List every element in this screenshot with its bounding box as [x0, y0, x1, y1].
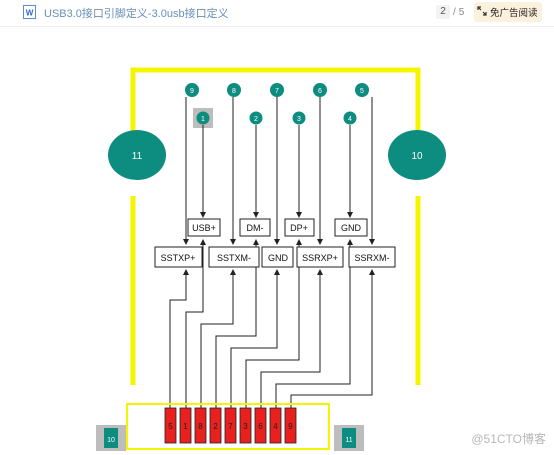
svg-text:DM-: DM-	[247, 223, 264, 233]
svg-text:10: 10	[411, 151, 423, 162]
word-document-icon: W	[23, 5, 36, 19]
svg-text:1: 1	[201, 116, 205, 123]
ad-free-label: 免广告阅读	[490, 8, 538, 19]
inner-pin-markers: 1 2 3 4	[193, 108, 357, 128]
svg-text:1: 1	[183, 422, 188, 431]
svg-text:6: 6	[318, 88, 322, 95]
svg-text:4: 4	[348, 116, 352, 123]
document-title[interactable]: USB3.0接口引脚定义-3.0usb接口定义	[44, 8, 229, 20]
signal-wires	[169, 97, 375, 408]
svg-text:2: 2	[213, 422, 218, 431]
top-pin-markers: 9 8 7 6 5	[185, 83, 369, 97]
page-indicator: 2 / 5	[436, 4, 464, 20]
svg-text:5: 5	[360, 88, 364, 95]
svg-text:3: 3	[243, 422, 248, 431]
expand-icon	[474, 5, 490, 19]
svg-text:9: 9	[190, 88, 194, 95]
svg-text:SSRXP+: SSRXP+	[302, 253, 338, 263]
svg-text:2: 2	[254, 116, 258, 123]
svg-text:W: W	[26, 9, 34, 18]
svg-text:11: 11	[345, 437, 352, 444]
current-page-number[interactable]: 2	[436, 5, 450, 19]
svg-text:4: 4	[273, 422, 278, 431]
lower-signal-labels: SSTXP+ SSTXM- GND SSRXP+ SSRXM-	[154, 246, 396, 268]
svg-text:11: 11	[132, 151, 143, 162]
ad-free-reading-button[interactable]: 免广告阅读	[474, 2, 542, 22]
svg-text:SSTXM-: SSTXM-	[217, 253, 251, 263]
svg-text:GND: GND	[268, 253, 289, 263]
document-header: W USB3.0接口引脚定义-3.0usb接口定义 2 / 5 免广告阅读	[0, 0, 554, 27]
shell-tab-left: 10	[96, 425, 126, 451]
svg-text:6: 6	[258, 422, 263, 431]
usb3-pinout-diagram: 11 10 9 8 7 6 5 1 2 3 4	[96, 67, 446, 451]
shell-tab-right: 11	[334, 425, 364, 451]
watermark: @51CTO博客	[471, 432, 546, 446]
svg-text:GND: GND	[341, 223, 362, 233]
svg-text:DP+: DP+	[290, 223, 308, 233]
page-separator: /	[453, 6, 456, 18]
svg-text:5: 5	[168, 422, 173, 431]
svg-text:10: 10	[107, 437, 115, 444]
upper-signal-labels: USB+ DM- DP+ GND	[187, 218, 368, 237]
svg-text:3: 3	[297, 116, 301, 123]
svg-text:8: 8	[232, 88, 236, 95]
svg-text:SSRXM-: SSRXM-	[354, 253, 389, 263]
connector-shell	[130, 67, 421, 385]
svg-text:8: 8	[198, 422, 203, 431]
total-pages: 5	[458, 6, 465, 18]
plug-frame	[126, 403, 330, 450]
svg-text:9: 9	[288, 422, 293, 431]
svg-text:7: 7	[275, 88, 279, 95]
svg-text:7: 7	[228, 422, 233, 431]
shell-ground-right: 10	[388, 130, 446, 180]
connector-pins: 5 1 8 2 7 3 6 4 9	[164, 407, 297, 444]
shell-ground-left: 11	[108, 130, 166, 180]
svg-text:SSTXP+: SSTXP+	[161, 253, 196, 263]
svg-text:USB+: USB+	[192, 223, 216, 233]
